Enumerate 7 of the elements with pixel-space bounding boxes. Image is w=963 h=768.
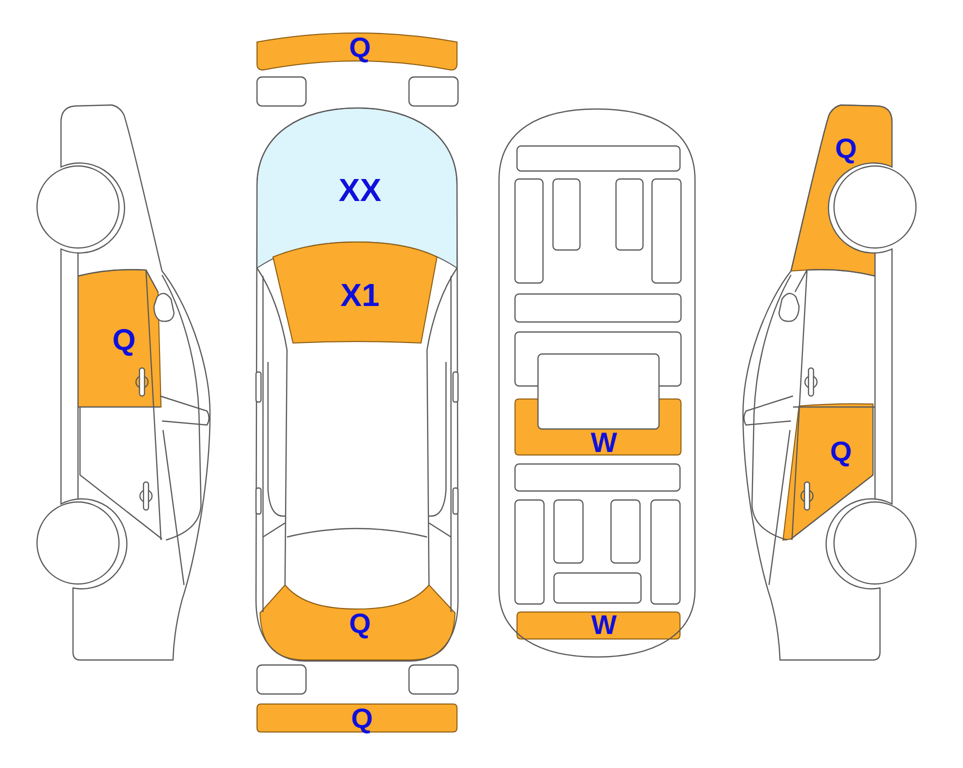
zone-code: Q (835, 136, 857, 162)
zone-code: Q (112, 327, 136, 354)
zone-code: W (591, 613, 617, 638)
zone-code: Q (349, 35, 371, 60)
zone-code: W (590, 430, 618, 455)
zone-code: Q (830, 439, 852, 464)
zone-code: Q (351, 706, 373, 731)
